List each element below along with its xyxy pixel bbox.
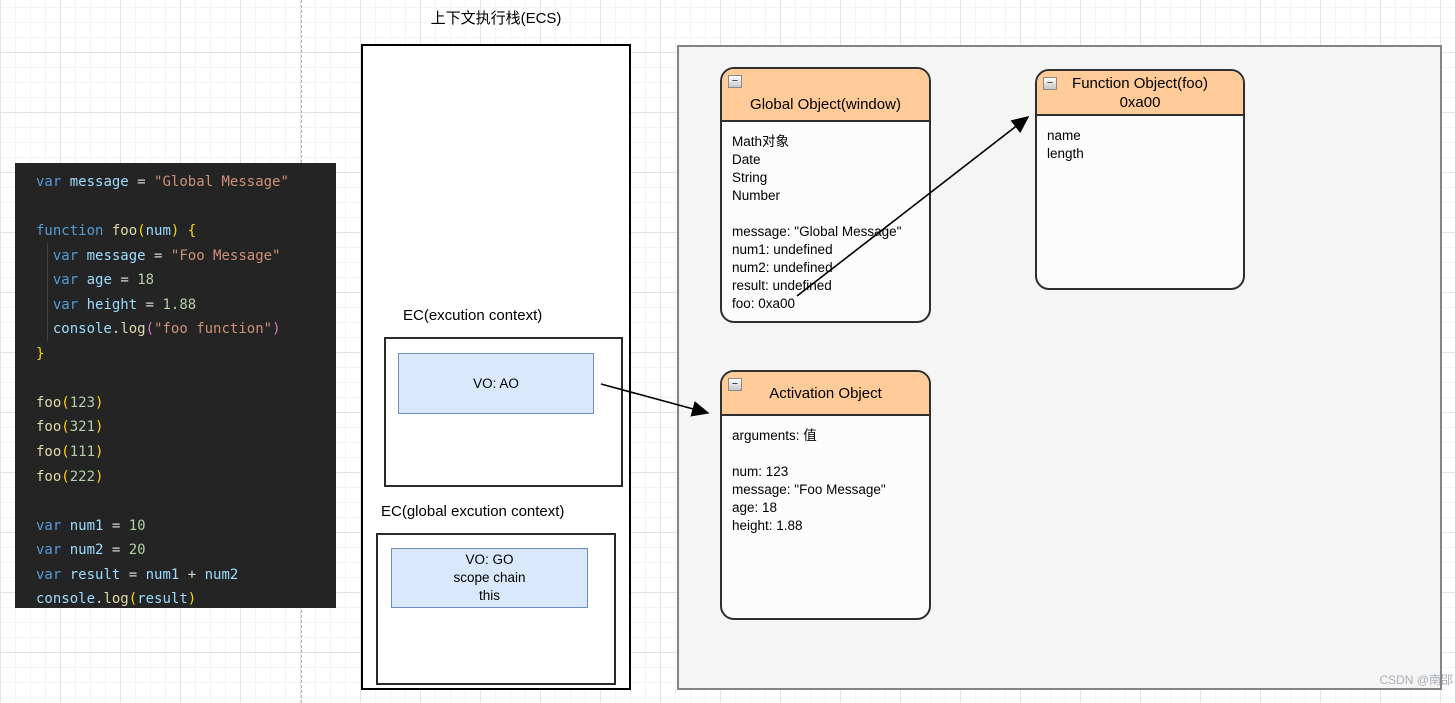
text-line: age: 18: [732, 500, 778, 515]
vo-go-box: VO: GO scope chain this: [391, 548, 588, 608]
text-line: this: [478, 588, 500, 603]
text-line: [732, 205, 919, 223]
code-line: [36, 366, 336, 391]
code-line: function foo(num) {: [36, 223, 197, 240]
text-line: [732, 445, 919, 463]
code-line: var message = "Foo Message": [52, 247, 281, 264]
text-line: length: [1047, 146, 1084, 161]
function-object-body: name length: [1037, 116, 1243, 174]
activation-object-header: − Activation Object: [722, 372, 929, 416]
activation-object-body: arguments: 值 num: 123 message: "Foo Messa…: [722, 416, 929, 546]
activation-object-title: Activation Object: [769, 384, 882, 402]
minus-glyph: −: [731, 75, 739, 87]
code-line: foo(123): [36, 394, 104, 411]
text-line: num1: undefined: [732, 242, 833, 257]
global-object-title: Global Object(window): [750, 96, 901, 113]
code-line: foo(222): [36, 468, 104, 485]
code-line: foo(111): [36, 444, 104, 461]
vo-ao-box: VO: AO: [398, 353, 594, 414]
global-ec-frame-label: EC(global excution context): [381, 503, 565, 520]
text-line: height: 1.88: [732, 518, 803, 533]
text-line: num2: undefined: [732, 260, 833, 275]
indent-guide: [47, 243, 48, 341]
text-line: Date: [732, 152, 761, 167]
code-line: console.log(result): [36, 591, 197, 608]
code-line: var message = "Global Message": [36, 174, 289, 190]
ecs-title: 上下文执行栈(ECS): [430, 10, 562, 27]
text-line: result: undefined: [732, 278, 832, 293]
text-line: arguments: 值: [732, 428, 817, 443]
collapse-icon[interactable]: −: [1043, 77, 1057, 90]
code-line: [36, 489, 336, 514]
text-line: message: "Foo Message": [732, 482, 886, 497]
function-object-card: − Function Object(foo) 0xa00 name length: [1035, 69, 1245, 290]
function-object-address: 0xa00: [1119, 93, 1161, 111]
collapse-icon[interactable]: −: [728, 75, 742, 88]
code-line: var height = 1.88: [52, 296, 197, 313]
code-line: var num1 = 10: [36, 517, 146, 534]
text-line: Math对象: [732, 134, 790, 149]
code-line: }: [36, 345, 45, 362]
text-line: num: 123: [732, 464, 789, 479]
function-object-header: − Function Object(foo) 0xa00: [1037, 71, 1243, 116]
code-line: [36, 195, 336, 220]
text-line: name: [1047, 128, 1081, 143]
text-line: VO: GO: [465, 552, 514, 567]
watermark: CSDN @南郘: [1379, 673, 1453, 687]
text-line: String: [732, 170, 768, 185]
code-line: var result = num1 + num2: [36, 566, 239, 583]
code-line: foo(321): [36, 419, 104, 436]
text-line: VO: AO: [473, 375, 519, 391]
collapse-icon[interactable]: −: [728, 378, 742, 391]
code-editor-snippet: var message = "Global Message" function …: [15, 163, 336, 608]
ec-frame-label: EC(excution context): [403, 307, 543, 324]
code-line: var age = 18: [52, 272, 155, 289]
code-line: console.log("foo function"): [52, 321, 281, 338]
text-line: message: "Global Message": [732, 224, 902, 239]
text-line: Number: [732, 188, 781, 203]
global-object-header: − Global Object(window): [722, 69, 929, 122]
minus-glyph: −: [1046, 77, 1054, 89]
text-line: foo: 0xa00: [732, 296, 796, 311]
text-line: scope chain: [453, 570, 526, 585]
function-object-title: Function Object(foo): [1072, 74, 1208, 92]
activation-object-card: − Activation Object arguments: 值 num: 12…: [720, 370, 931, 620]
minus-glyph: −: [731, 378, 739, 390]
code-line: var num2 = 20: [36, 542, 146, 559]
